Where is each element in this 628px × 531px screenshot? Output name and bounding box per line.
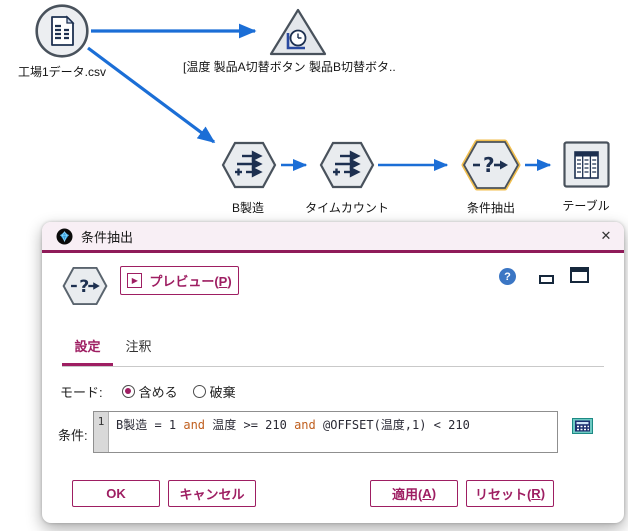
maximize-icon[interactable] <box>570 267 589 283</box>
active-tab-underline <box>62 363 113 366</box>
line-number-gutter: 1 <box>94 412 109 452</box>
stream-canvas[interactable]: 工場1データ.csv [温度 製品A切替ボタン 製品B切替ボタ.. <box>0 0 628 222</box>
node-derive-b[interactable] <box>221 141 277 194</box>
node-label-timeplot: [温度 製品A切替ボタン 製品B切替ボタ.. <box>183 60 396 74</box>
tab-annotations[interactable]: 注釈 <box>125 339 152 354</box>
calculator-icon <box>572 418 593 434</box>
radio-selected-icon[interactable] <box>121 384 135 398</box>
svg-text:?: ? <box>483 153 495 177</box>
node-timecount[interactable] <box>319 141 375 194</box>
connector-source-derive <box>87 46 216 144</box>
tab-divider <box>62 366 604 367</box>
node-source-csv[interactable] <box>34 3 90 64</box>
help-icon[interactable]: ? <box>499 268 516 285</box>
document-icon <box>35 4 89 58</box>
preview-button-label: プレビュー(P) <box>149 274 232 289</box>
titlebar-accent-line <box>42 250 624 253</box>
dialog-titlebar[interactable]: 条件抽出 ✕ <box>42 222 624 250</box>
select-icon: ? <box>62 266 108 311</box>
expression-builder-button[interactable] <box>572 418 593 434</box>
preview-button[interactable]: ▶ プレビュー(P) <box>120 266 239 295</box>
modeler-logo-icon <box>56 228 73 244</box>
reset-button[interactable]: リセット(R) <box>466 480 554 507</box>
node-table[interactable] <box>563 141 610 193</box>
derive-icon <box>221 141 277 189</box>
apply-button[interactable]: 適用(A) <box>370 480 458 507</box>
minimize-icon[interactable] <box>539 275 554 284</box>
node-label-derive-b: B製造 <box>231 201 265 215</box>
radio-unselected-icon[interactable] <box>192 384 206 398</box>
condition-expression-input[interactable]: 1 B製造 = 1 and 温度 >= 210 and @OFFSET(温度,1… <box>93 411 558 453</box>
node-timeplot[interactable] <box>269 8 327 61</box>
expression-text: B製造 = 1 and 温度 >= 210 and @OFFSET(温度,1) … <box>116 418 470 432</box>
dialog-title: 条件抽出 <box>81 229 134 245</box>
stream-connectors <box>87 23 552 171</box>
select-node-dialog: 条件抽出 ✕ ? ▶ プレビュー(P) ? 設定 <box>42 222 624 523</box>
mode-label: モード: <box>60 384 103 400</box>
radio-include[interactable]: 含める <box>121 382 178 401</box>
radio-discard[interactable]: 破棄 <box>192 382 236 401</box>
select-icon: ? <box>461 139 521 191</box>
node-select[interactable]: ? <box>460 139 522 196</box>
node-label-select: 条件抽出 <box>466 201 516 215</box>
condition-label: 条件: <box>58 428 88 443</box>
node-label-table: テーブル <box>562 199 610 213</box>
mode-row: モード: 含める 破棄 <box>60 382 251 400</box>
clock-plot-icon <box>269 8 327 56</box>
table-icon <box>563 141 610 188</box>
play-icon: ▶ <box>127 273 143 288</box>
radio-include-label: 含める <box>138 384 178 400</box>
radio-discard-label: 破棄 <box>209 384 236 400</box>
node-label-timecount: タイムカウント <box>305 201 389 215</box>
tab-settings[interactable]: 設定 <box>74 339 101 354</box>
derive-icon <box>319 141 375 189</box>
cancel-button[interactable]: キャンセル <box>168 480 256 507</box>
close-icon[interactable]: ✕ <box>600 228 612 243</box>
ok-button[interactable]: OK <box>72 480 160 507</box>
node-label-source: 工場1データ.csv <box>17 65 107 79</box>
svg-text:?: ? <box>79 277 89 297</box>
